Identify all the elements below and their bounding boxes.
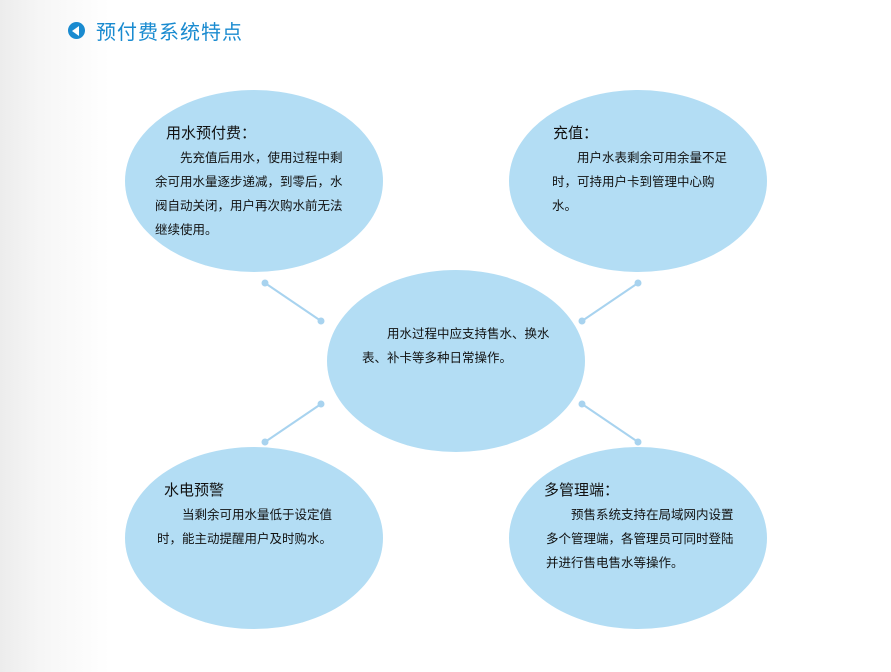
connector-top-right [581, 282, 639, 322]
node-recharge-title: 充值： [553, 124, 599, 142]
node-water-prepaid [125, 90, 383, 272]
node-water-prepaid-title: 用水预付费： [166, 124, 257, 142]
connector-bottom-left [264, 403, 322, 443]
node-recharge [509, 90, 767, 272]
section-header: 预付费系统特点 [68, 16, 243, 45]
node-water-prepaid-text: 先充值后用水，使用过程中剩余可用水量逐步递减，到零后，水阀自动关闭，用户再次购水… [155, 150, 343, 237]
connector-bottom-right [581, 403, 639, 443]
page-title: 预付费系统特点 [96, 20, 243, 44]
node-recharge-text: 用户水表剩余可用余量不足时，可持用户卡到管理中心购水。 [552, 150, 728, 213]
node-multi-admin-text: 预售系统支持在局域网内设置多个管理端，各管理员可同时登陆并进行售电售水等操作。 [546, 507, 734, 570]
connector-top-left [264, 282, 322, 322]
node-center [327, 270, 585, 452]
node-multi-admin [509, 447, 767, 629]
node-water-warning-title: 水电预警 [164, 481, 225, 499]
node-water-warning-text: 当剩余可用水量低于设定值时，能主动提醒用户及时购水。 [157, 507, 333, 546]
chevron-left-circle-icon [68, 22, 85, 39]
node-water-warning [125, 447, 383, 629]
node-multi-admin-title: 多管理端： [544, 481, 620, 499]
node-center-text: 用水过程中应支持售水、换水表、补卡等多种日常操作。 [362, 326, 550, 365]
